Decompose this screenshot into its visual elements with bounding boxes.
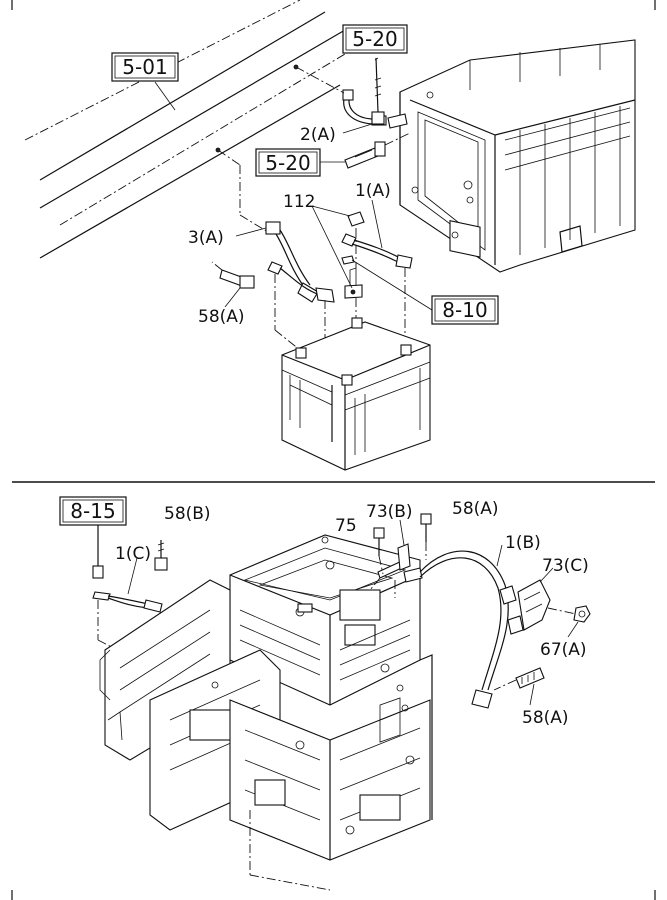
corner-marks xyxy=(11,0,656,900)
power-unit xyxy=(399,39,636,273)
leader-58a-bottom xyxy=(529,683,535,706)
callout-58b[interactable]: 58(B) xyxy=(164,504,211,524)
ref-5-20-mid-label: 5-20 xyxy=(265,151,310,175)
bracket-73c xyxy=(517,579,551,631)
bolt-58a-bracket xyxy=(420,513,432,560)
ref-8-15-label: 8-15 xyxy=(70,499,115,523)
power-electronics-stack xyxy=(229,534,421,706)
callout-1c[interactable]: 1(C) xyxy=(115,544,151,564)
leader-1c xyxy=(127,557,138,595)
ref-8-10-label: 8-10 xyxy=(442,298,487,322)
leader-73c xyxy=(539,567,554,583)
ref-5-01-label: 5-01 xyxy=(122,55,167,79)
leader-1b xyxy=(496,544,503,567)
callout-2a[interactable]: 2(A) xyxy=(300,125,336,145)
leader-112-b xyxy=(311,205,351,217)
bolt-lower xyxy=(344,132,411,169)
callout-73b[interactable]: 73(B) xyxy=(366,502,413,522)
ref-5-20-top-label: 5-20 xyxy=(352,27,397,51)
frame-rail xyxy=(24,0,361,259)
ref-box-8-15[interactable]: 8-15 xyxy=(59,496,127,526)
cable-1c xyxy=(92,525,168,673)
callout-67a[interactable]: 67(A) xyxy=(540,640,587,660)
callout-58a-bottom[interactable]: 58(A) xyxy=(522,708,569,728)
nut-67a xyxy=(547,605,591,623)
ref-box-5-01[interactable]: 5-01 xyxy=(111,52,179,82)
dash-stack-c xyxy=(249,874,331,891)
callout-1a[interactable]: 1(A) xyxy=(355,181,391,201)
leader-58a xyxy=(224,287,241,308)
bolt-upper xyxy=(371,57,385,125)
ref-box-5-20-top[interactable]: 5-20 xyxy=(342,24,408,54)
leader-73b xyxy=(399,519,405,546)
leader-67a xyxy=(567,621,579,638)
cable-1b xyxy=(403,550,524,709)
callout-1b[interactable]: 1(B) xyxy=(505,533,541,553)
bolt-58a-top xyxy=(211,261,255,289)
bolt-75 xyxy=(373,527,385,575)
ref-box-8-10[interactable]: 8-10 xyxy=(431,295,499,325)
callout-112[interactable]: 112 xyxy=(283,192,315,212)
callout-58a[interactable]: 58(A) xyxy=(198,307,245,327)
callout-3a[interactable]: 3(A) xyxy=(188,228,224,248)
callout-73c[interactable]: 73(C) xyxy=(542,556,589,576)
callout-58a-top[interactable]: 58(A) xyxy=(452,499,499,519)
leader-2a xyxy=(342,123,373,134)
bottom-section xyxy=(92,513,591,891)
lower-frame xyxy=(99,579,433,861)
top-section xyxy=(24,0,636,471)
callout-75[interactable]: 75 xyxy=(335,516,357,536)
ref-box-5-20-mid[interactable]: 5-20 xyxy=(255,148,345,177)
bolt-58a-bottom xyxy=(493,667,545,691)
leader-3a xyxy=(235,227,267,237)
battery-link-cable xyxy=(267,261,351,376)
leader-112-a xyxy=(311,205,353,289)
bracket-73b xyxy=(369,543,411,591)
bracket-112 xyxy=(344,211,365,320)
cable-1a xyxy=(341,233,413,345)
leader-1a xyxy=(371,199,383,249)
leader-8-10 xyxy=(351,259,433,311)
batteries xyxy=(281,317,431,471)
